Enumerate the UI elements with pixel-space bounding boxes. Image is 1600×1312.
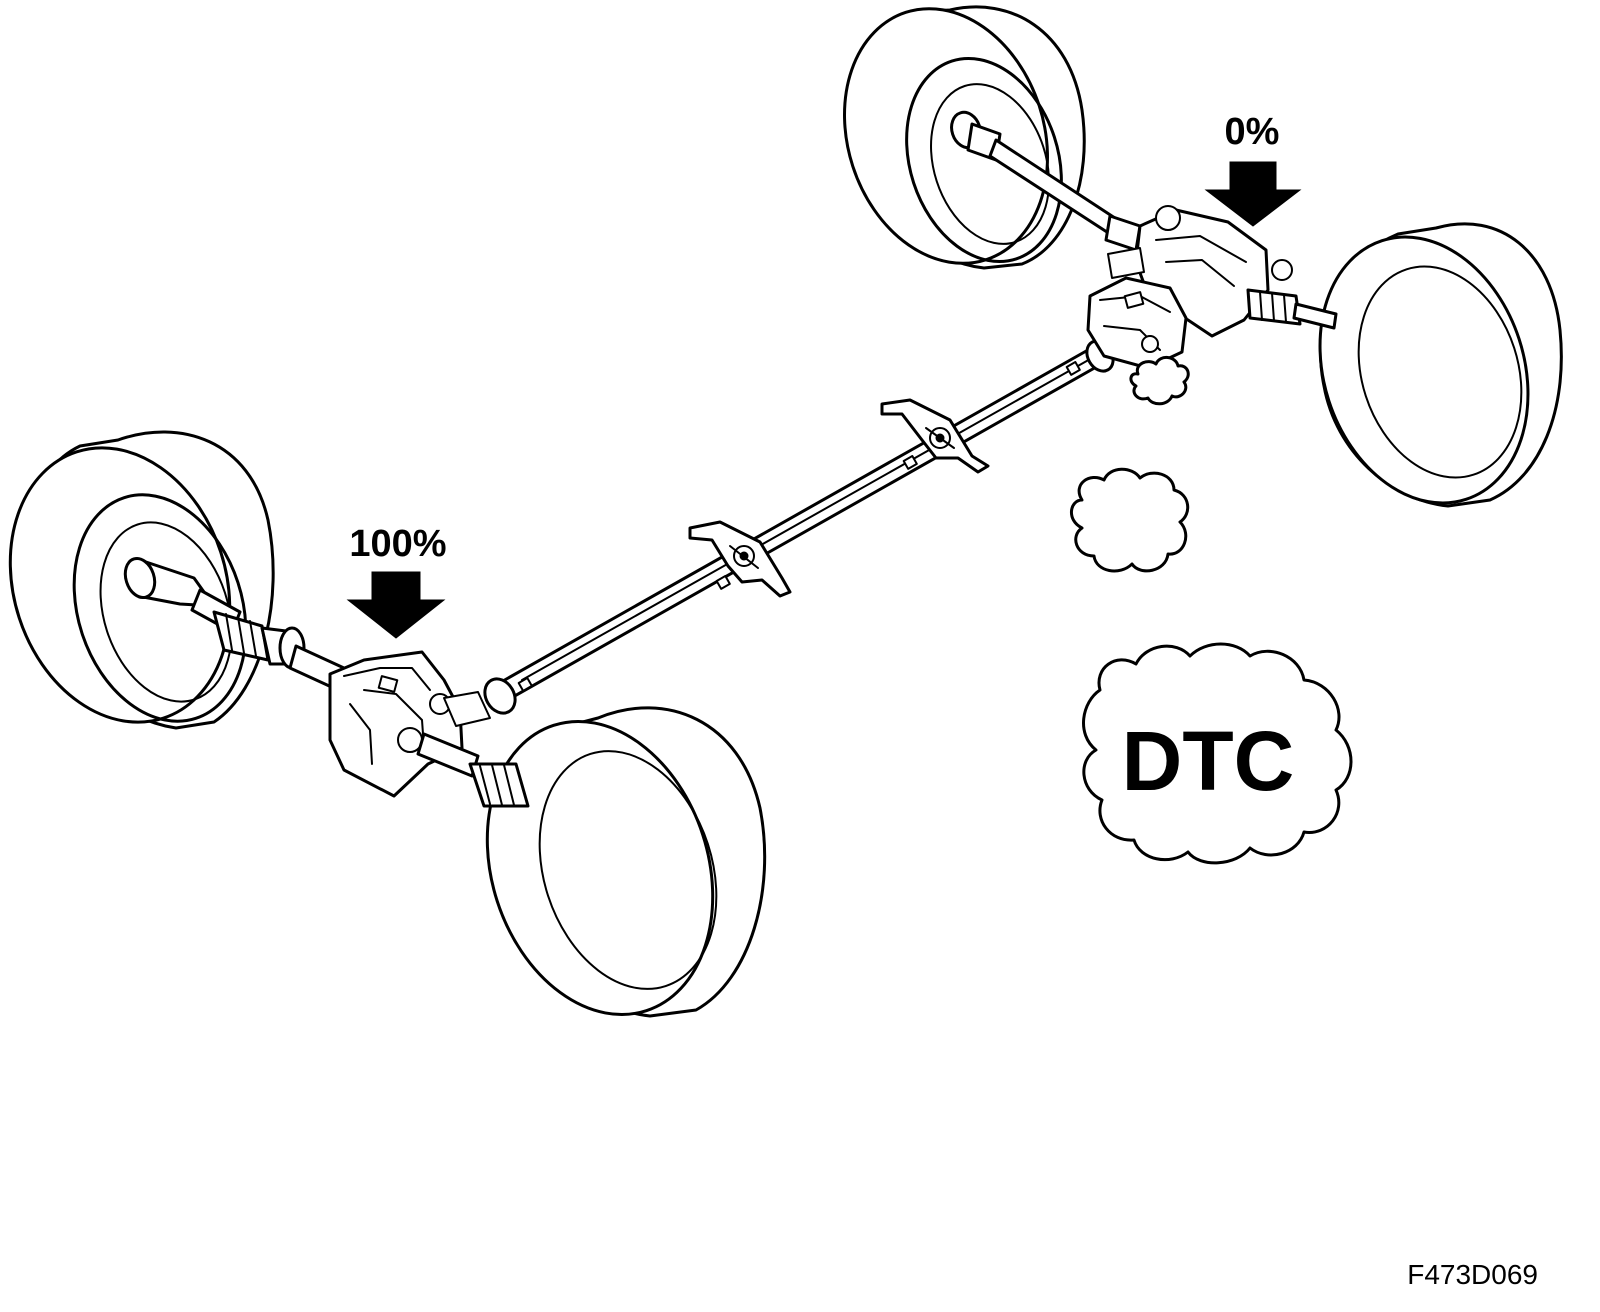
rear-right-driveshaft (1246, 288, 1338, 330)
figure-id: F473D069 (1407, 1259, 1538, 1290)
front-torque-label: 100% (349, 523, 446, 565)
small-cloud-icon (1129, 356, 1190, 406)
rear-left-wheel (843, 5, 1086, 270)
front-right-wheel (485, 706, 767, 1018)
front-torque-indicator: 100% (346, 523, 447, 639)
dtc-cloud-icon: DTC (1082, 642, 1353, 865)
dtc-label: DTC (1122, 714, 1295, 808)
rear-differential (1086, 205, 1293, 370)
down-arrow-icon (1204, 161, 1302, 227)
propeller-shaft (483, 339, 1115, 715)
rear-right-wheel (1318, 222, 1563, 508)
rear-torque-indicator: 0% (1204, 111, 1302, 227)
down-arrow-icon (346, 571, 446, 639)
rear-left-driveshaft (950, 110, 1142, 252)
front-left-driveshaft (123, 556, 346, 692)
medium-cloud-icon (1070, 467, 1190, 573)
support-bearing-front (688, 520, 792, 598)
front-right-driveshaft (416, 732, 530, 808)
front-left-wheel (8, 430, 275, 730)
support-bearing-rear (880, 398, 990, 474)
rear-torque-label: 0% (1225, 111, 1280, 153)
